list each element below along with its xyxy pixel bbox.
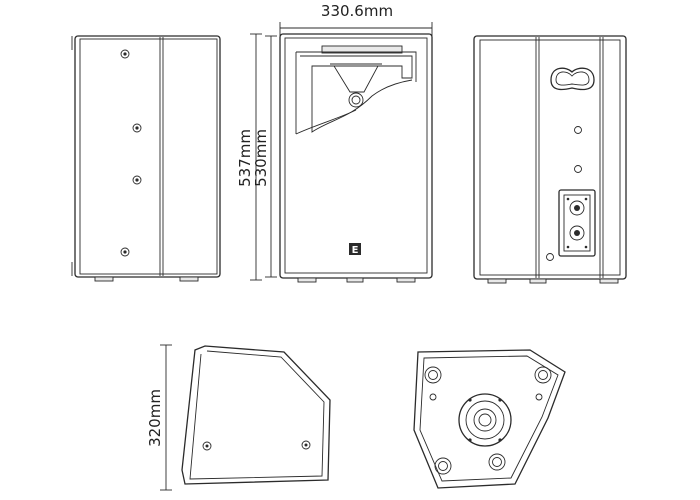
brand-logo-glyph: E [352, 245, 359, 256]
front-view: E [250, 22, 433, 283]
cabinet-height-dimension-label: 530mm [252, 129, 270, 187]
wedge-side-view [160, 344, 331, 491]
back-view [473, 35, 627, 284]
front-width-dimension-label: 330.6mm [321, 2, 393, 20]
side-view [71, 35, 221, 282]
total-height-dimension-label: 537mm [236, 129, 254, 187]
depth-dimension-label: 320mm [146, 389, 164, 447]
wedge-front-view [413, 349, 566, 489]
